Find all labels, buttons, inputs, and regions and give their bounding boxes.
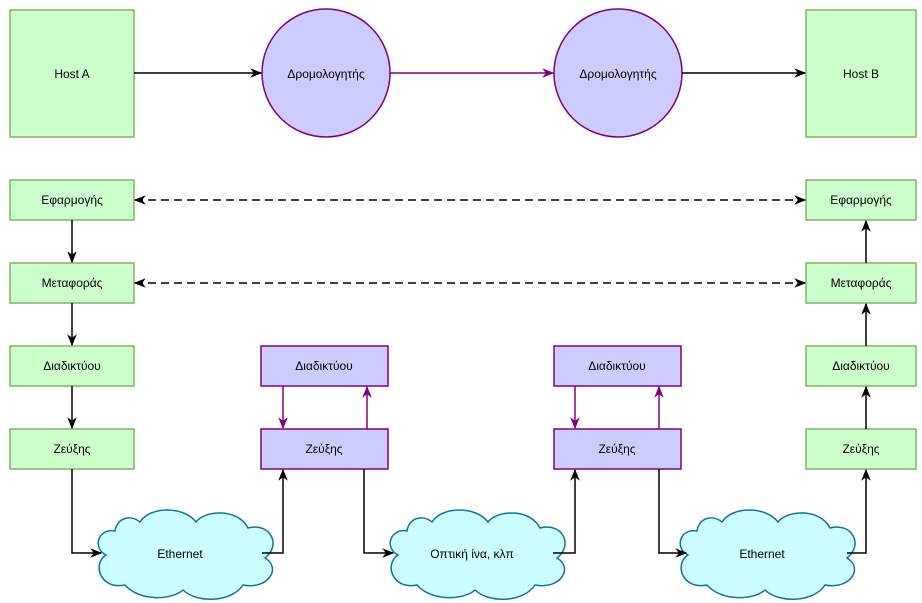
host-b-network-layer: Διαδικτύου bbox=[805, 345, 917, 387]
cloud-left: Ethernet bbox=[97, 509, 274, 601]
router-2-network-label: Διαδικτύου bbox=[588, 359, 646, 373]
host-b-transport-layer: Μεταφοράς bbox=[805, 262, 917, 304]
arrow-cloud-right-to-b-link bbox=[847, 468, 871, 554]
host-b-node: Host B bbox=[805, 9, 917, 138]
host-a-link-label: Ζεύξης bbox=[53, 442, 90, 456]
host-a-network-layer: Διαδικτύου bbox=[9, 345, 135, 387]
host-a-link-layer: Ζεύξης bbox=[9, 428, 135, 470]
router-2-label: Δρομολογητής bbox=[579, 67, 656, 81]
host-b-link-layer: Ζεύξης bbox=[805, 428, 917, 470]
router-1-label: Δρομολογητής bbox=[287, 67, 364, 81]
host-a-transport-label: Μεταφοράς bbox=[42, 276, 103, 290]
cloud-middle-label: Οπτική ίνα, κλπ bbox=[430, 547, 514, 561]
router-1-network-layer: Διαδικτύου bbox=[260, 345, 389, 387]
router-2-network-layer: Διαδικτύου bbox=[553, 345, 682, 387]
router-1-link-label: Ζεύξης bbox=[305, 442, 342, 456]
host-b-label: Host B bbox=[843, 67, 879, 81]
cloud-right-label: Ethernet bbox=[739, 547, 785, 561]
cloud-right: Ethernet bbox=[679, 509, 856, 601]
host-a-node: Host A bbox=[9, 9, 135, 138]
arrow-cloud-middle-to-r2 bbox=[553, 468, 580, 554]
cloud-middle: Οπτική ίνα, κλπ bbox=[389, 509, 566, 601]
router-2-link-label: Ζεύξης bbox=[598, 442, 635, 456]
arrow-a-link-to-cloud-left bbox=[71, 469, 103, 558]
router-1-network-label: Διαδικτύου bbox=[295, 359, 353, 373]
host-b-network-label: Διαδικτύου bbox=[832, 359, 890, 373]
host-a-application-label: Εφαρμογής bbox=[41, 193, 103, 207]
arrow-r1-to-cloud-middle bbox=[363, 469, 395, 558]
cloud-left-label: Ethernet bbox=[157, 547, 203, 561]
router-1-link-layer: Ζεύξης bbox=[260, 428, 389, 470]
host-b-transport-label: Μεταφοράς bbox=[831, 276, 892, 290]
host-b-link-label: Ζεύξης bbox=[842, 442, 879, 456]
host-b-application-label: Εφαρμογής bbox=[830, 193, 892, 207]
host-b-application-layer: Εφαρμογής bbox=[805, 179, 917, 221]
host-a-application-layer: Εφαρμογής bbox=[9, 179, 135, 221]
router-2-node: Δρομολογητής bbox=[553, 8, 683, 138]
arrow-r2-to-cloud-right bbox=[658, 469, 688, 558]
host-a-transport-layer: Μεταφοράς bbox=[9, 262, 135, 304]
host-a-label: Host A bbox=[54, 67, 89, 81]
router-2-link-layer: Ζεύξης bbox=[553, 428, 682, 470]
host-a-network-label: Διαδικτύου bbox=[43, 359, 101, 373]
router-1-node: Δρομολογητής bbox=[261, 8, 391, 138]
arrow-cloud-left-to-r1 bbox=[262, 468, 288, 554]
